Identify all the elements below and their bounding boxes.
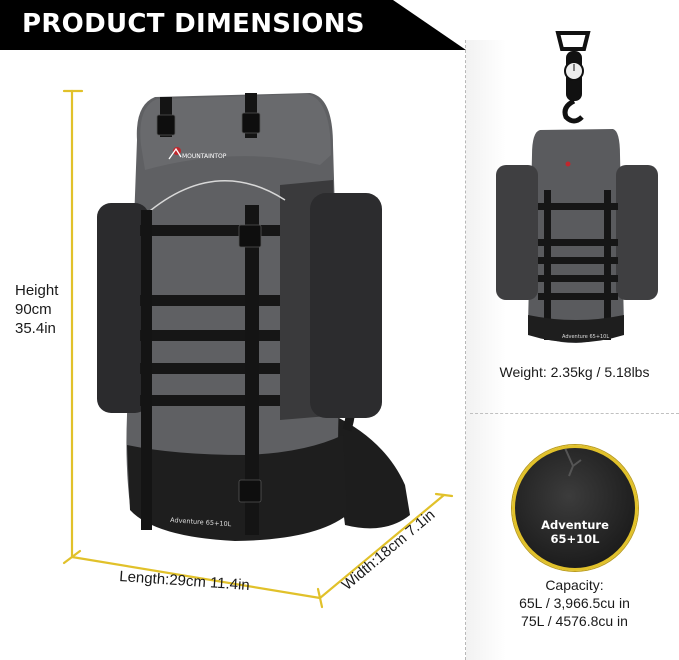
height-in: 35.4in: [15, 320, 56, 337]
page-title: PRODUCT DIMENSIONS: [22, 9, 365, 39]
capacity-badge: Adventure 65+10L: [512, 445, 638, 571]
capacity-line-65l: 65L / 3,966.5cu in: [519, 595, 630, 611]
capacity-title: Capacity:: [545, 577, 604, 593]
weight-scale-image: Adventure 65+10L: [496, 31, 658, 343]
capacity-info: Capacity: 65L / 3,966.5cu in 75L / 4576.…: [470, 576, 679, 630]
dimension-lines: [62, 89, 454, 609]
height-label: Height: [15, 282, 59, 299]
scale-hook-icon: [555, 31, 591, 124]
vertical-divider: [465, 40, 466, 660]
height-dimension: Height 90cm 35.4in: [15, 281, 58, 338]
badge-label: Adventure 65+10L: [541, 518, 609, 546]
svg-text:MOUNTAINTOP: MOUNTAINTOP: [182, 153, 227, 160]
drawcord-icon: [564, 448, 582, 477]
right-panel-shade: [466, 40, 506, 660]
title-banner: PRODUCT DIMENSIONS: [0, 0, 468, 50]
banner-shape: [0, 0, 466, 50]
horizontal-divider: [470, 413, 679, 414]
brand-mountain-logo-icon: MOUNTAINTOP: [168, 147, 227, 160]
capacity-line-75l: 75L / 4576.8cu in: [521, 613, 628, 629]
svg-text:Adventure 65+10L: Adventure 65+10L: [562, 334, 609, 340]
height-cm: 90cm: [15, 301, 52, 318]
backpack-main-image: MOUNTAINTOP Adventure 65+10L: [97, 93, 410, 541]
weight-text: Weight: 2.35kg / 5.18lbs: [499, 364, 650, 380]
